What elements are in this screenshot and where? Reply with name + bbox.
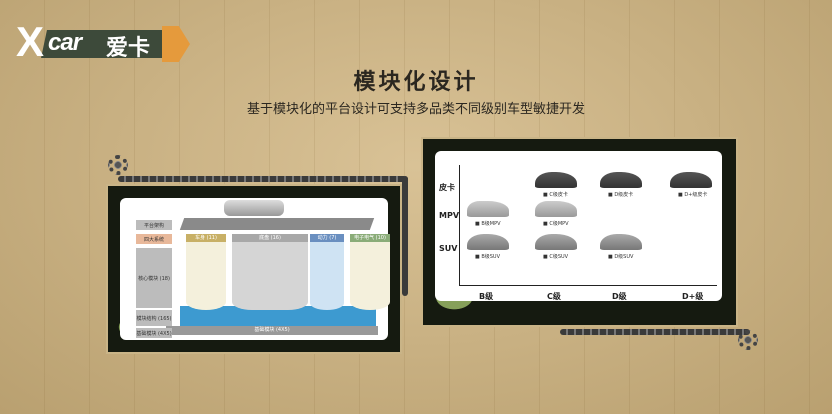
x-axis [459, 285, 717, 286]
mpv-car-image [467, 201, 509, 217]
y-axis-label: MPV [439, 211, 460, 220]
car-label: ■ B级MPV [475, 221, 501, 227]
car-label: ■ D级皮卡 [608, 192, 634, 198]
car-label-text: D级SUV [614, 254, 634, 260]
module-structure-slab [180, 306, 376, 328]
platform-slab [179, 218, 375, 230]
car-label-text: B级SUV [481, 254, 501, 260]
chain-decoration [402, 176, 408, 296]
car-label: ■ C级SUV [543, 254, 569, 260]
pickup-car-image [600, 172, 642, 188]
pickup-car-image [670, 172, 712, 188]
system-column-title: 车身 (11) [186, 234, 226, 242]
xcar-logo: X car 爱卡 [14, 20, 190, 64]
chain-decoration [118, 176, 408, 182]
side-label: 核心模块 (18) [136, 248, 172, 308]
side-label: 四大系统 [136, 234, 172, 244]
left-panel-frame: 基础模块 (4X5) 平台架构四大系统核心模块 (18)模块结构 (165)基础… [106, 184, 402, 354]
chain-decoration [560, 329, 750, 335]
suv-car-image [600, 234, 642, 250]
y-axis-label: 皮卡 [439, 183, 455, 192]
suv-car-image [535, 234, 577, 250]
side-label: 模块结构 (165) [136, 310, 172, 326]
system-column: 车身 (11) [186, 234, 226, 310]
system-column-title: 底盘 (16) [232, 234, 308, 242]
x-axis-label: B级 [479, 292, 494, 301]
car-label-text: C级MPV [549, 221, 569, 227]
car-label-text: C级皮卡 [549, 192, 568, 198]
side-label: 平台架构 [136, 220, 172, 230]
car-label: ■ D+级皮卡 [678, 192, 708, 198]
car-label-text: D+级皮卡 [684, 192, 708, 198]
x-axis-label: D+级 [682, 292, 704, 301]
mpv-car-image [535, 201, 577, 217]
vehicle-matrix-chart: 皮卡 MPV SUV B级 C级 D级 D+级 ■ C级皮卡 ■ D级皮卡 ■ D+级皮卡 ■ B级… [435, 151, 722, 301]
gear-icon [738, 330, 758, 350]
system-column: 动力 (7) [310, 234, 344, 310]
y-axis-label: SUV [439, 244, 458, 253]
x-axis-label: C级 [547, 292, 561, 301]
page-subtitle: 基于模块化的平台设计可支持多品类不同级别车型敏捷开发 [246, 102, 585, 117]
base-module-bar: 基础模块 (4X5) [166, 326, 378, 335]
car-label-text: B级MPV [481, 221, 501, 227]
module-diagram: 基础模块 (4X5) 平台架构四大系统核心模块 (18)模块结构 (165)基础… [120, 198, 390, 340]
pickup-car-image [535, 172, 577, 188]
x-axis-label: D级 [612, 292, 627, 301]
y-axis [459, 165, 460, 285]
page-title: 模块化设计 [353, 70, 479, 95]
car-label: ■ C级皮卡 [543, 192, 568, 198]
system-column: 电子电气 (10) [350, 234, 390, 310]
gear-icon [108, 155, 128, 175]
system-column-title: 动力 (7) [310, 234, 344, 242]
car-label: ■ C级MPV [543, 221, 569, 227]
system-column-title: 电子电气 (10) [350, 234, 390, 242]
car-label-text: D级皮卡 [614, 192, 634, 198]
system-column: 底盘 (16) [232, 234, 308, 310]
right-panel-frame: 皮卡 MPV SUV B级 C级 D级 D+级 ■ C级皮卡 ■ D级皮卡 ■ D+级皮卡 ■ B级… [421, 137, 738, 327]
suv-car-image [467, 234, 509, 250]
car-label: ■ D级SUV [608, 254, 634, 260]
side-label: 基础模块 (4X5) [136, 328, 172, 338]
car-label: ■ B级SUV [475, 254, 501, 260]
car-label-text: C级SUV [549, 254, 569, 260]
platform-chassis-image [224, 200, 284, 216]
